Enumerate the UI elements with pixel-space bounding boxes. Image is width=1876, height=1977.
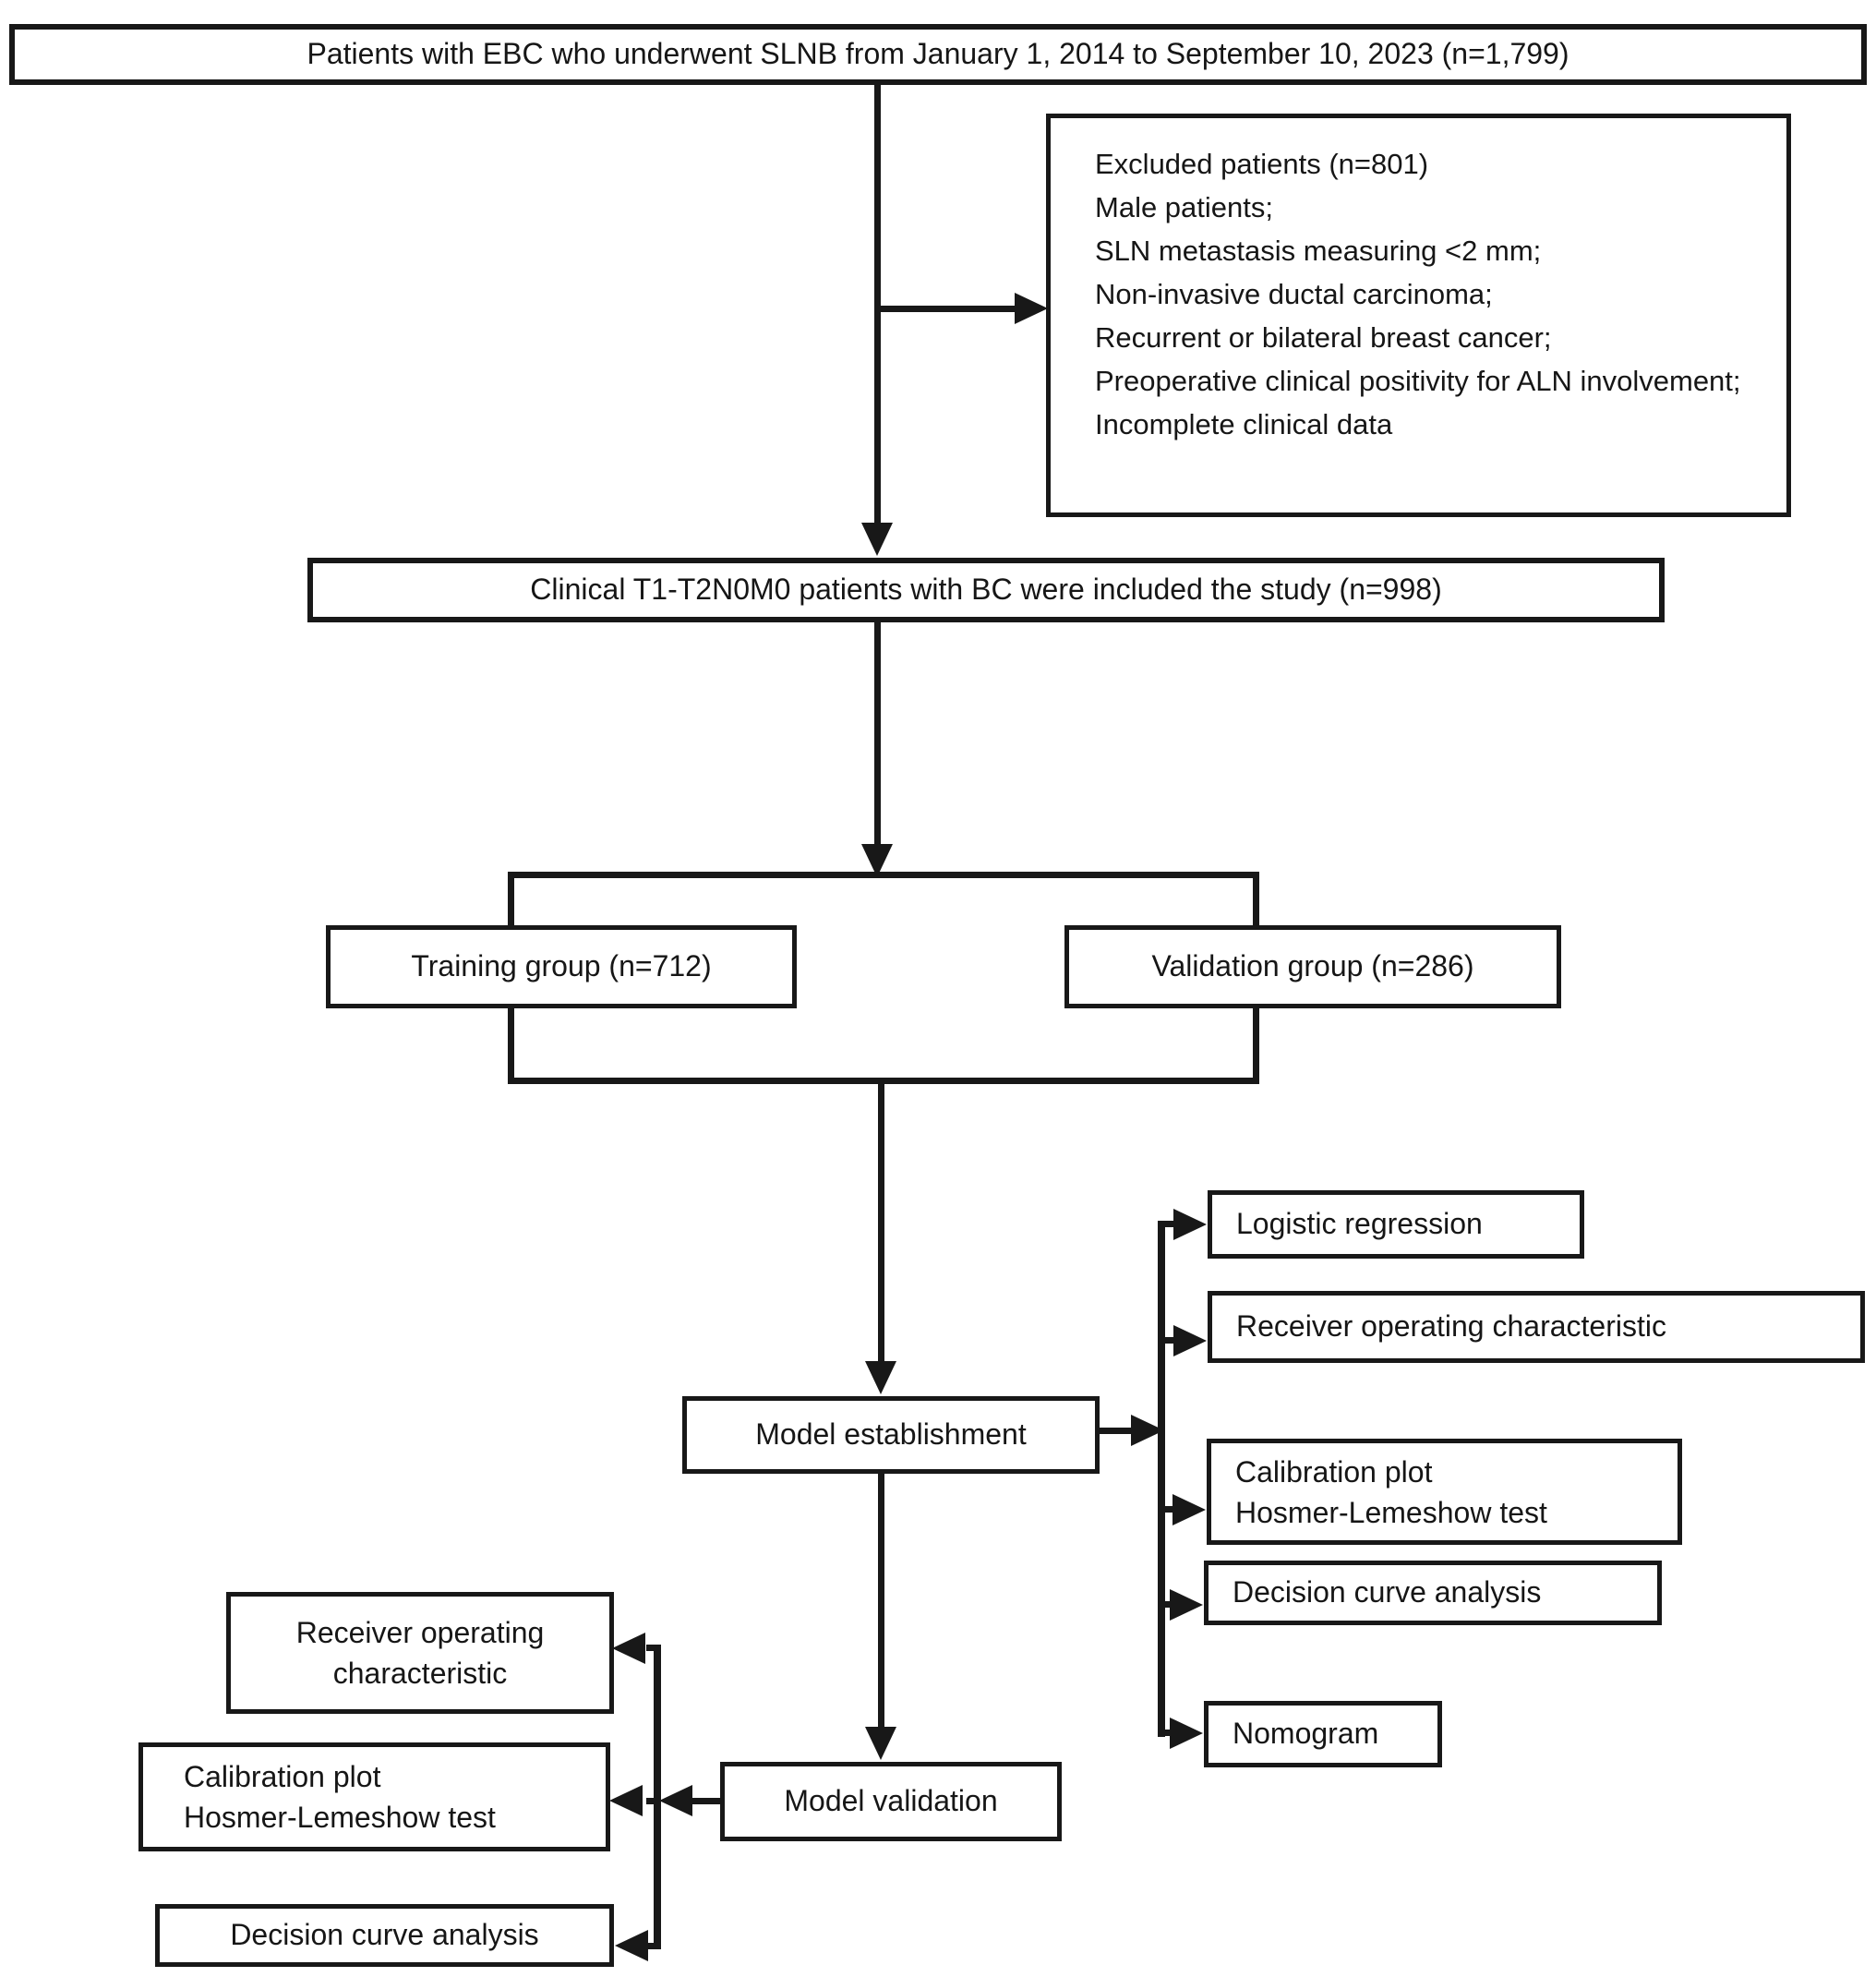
arrowhead-into-calibration-right bbox=[1172, 1494, 1206, 1525]
model-validation-box: Model validation bbox=[720, 1762, 1062, 1841]
connector-to-excluded bbox=[874, 306, 1019, 312]
excluded-line: Preoperative clinical positivity for ALN… bbox=[1095, 365, 1741, 397]
arrowhead-into-decision-right bbox=[1170, 1589, 1203, 1621]
roc-right-box: Receiver operating characteristic bbox=[1208, 1291, 1865, 1363]
validation-group-label: Validation group (n=286) bbox=[1151, 949, 1474, 983]
stub-calibration-right bbox=[1163, 1506, 1176, 1513]
connector-included-to-split bbox=[874, 621, 881, 846]
roc-right-label: Receiver operating characteristic bbox=[1236, 1309, 1666, 1344]
connector-establishment-out bbox=[1098, 1428, 1135, 1434]
arrowhead-into-calibration-left bbox=[609, 1785, 643, 1816]
calibration-left-line1: Calibration plot bbox=[184, 1760, 381, 1793]
connector-split-to-establishment bbox=[878, 1078, 884, 1365]
excluded-line: Recurrent or bilateral breast cancer; bbox=[1095, 321, 1552, 354]
connector-validation-out bbox=[691, 1798, 720, 1804]
split-bracket-top bbox=[508, 872, 1259, 878]
decision-right-label: Decision curve analysis bbox=[1233, 1575, 1542, 1609]
arrowhead-into-excluded bbox=[1015, 293, 1048, 324]
excluded-line: SLN metastasis measuring <2 mm; bbox=[1095, 235, 1542, 267]
stub-calibration-left bbox=[646, 1798, 661, 1804]
excluded-line: Male patients; bbox=[1095, 191, 1273, 223]
arrowhead-validation-out bbox=[659, 1785, 692, 1816]
logistic-regression-box: Logistic regression bbox=[1208, 1190, 1584, 1259]
connector-establishment-to-validation bbox=[878, 1472, 884, 1730]
training-group-box: Training group (n=712) bbox=[326, 925, 797, 1008]
left-branch-line bbox=[654, 1645, 661, 1949]
roc-left-line2: characteristic bbox=[332, 1657, 508, 1690]
arrowhead-into-establishment bbox=[865, 1361, 896, 1394]
training-group-label: Training group (n=712) bbox=[411, 949, 712, 983]
calibration-right-line1: Calibration plot bbox=[1235, 1454, 1433, 1489]
roc-left-line1: Receiver operating bbox=[295, 1616, 545, 1649]
decision-right-box: Decision curve analysis bbox=[1204, 1561, 1662, 1625]
validation-group-box: Validation group (n=286) bbox=[1064, 925, 1561, 1008]
stub-roc-left bbox=[646, 1645, 661, 1651]
included-label: Clinical T1-T2N0M0 patients with BC were… bbox=[530, 573, 1442, 607]
stub-decision-left bbox=[646, 1943, 661, 1949]
arrowhead-into-roc-right bbox=[1173, 1325, 1207, 1356]
arrowhead-into-logistic bbox=[1173, 1209, 1207, 1240]
stub-logistic bbox=[1163, 1221, 1176, 1227]
calibration-right-line2: Hosmer-Lemeshow test bbox=[1235, 1495, 1547, 1529]
arrowhead-into-included bbox=[861, 523, 893, 556]
decision-left-label: Decision curve analysis bbox=[230, 1918, 539, 1952]
arrowhead-into-roc-left bbox=[612, 1633, 645, 1664]
arrowhead-into-decision-left bbox=[615, 1930, 648, 1961]
connector-enrollment-to-included bbox=[874, 81, 881, 528]
calibration-left-line2: Hosmer-Lemeshow test bbox=[184, 1801, 496, 1834]
logistic-regression-label: Logistic regression bbox=[1236, 1207, 1483, 1241]
stub-roc-right bbox=[1163, 1337, 1176, 1344]
calibration-right-box: Calibration plot Hosmer-Lemeshow test bbox=[1207, 1439, 1682, 1545]
arrowhead-into-validation bbox=[865, 1727, 896, 1760]
enrollment-box: Patients with EBC who underwent SLNB fro… bbox=[9, 24, 1867, 85]
excluded-box: Excluded patients (n=801) Male patients;… bbox=[1046, 114, 1791, 517]
excluded-line: Incomplete clinical data bbox=[1095, 408, 1393, 440]
calibration-left-box: Calibration plot Hosmer-Lemeshow test bbox=[138, 1742, 610, 1851]
model-validation-label: Model validation bbox=[784, 1784, 998, 1818]
nomogram-box: Nomogram bbox=[1204, 1701, 1442, 1767]
roc-left-box: Receiver operating characteristic bbox=[226, 1592, 614, 1714]
excluded-line: Non-invasive ductal carcinoma; bbox=[1095, 278, 1493, 310]
right-branch-line bbox=[1158, 1221, 1165, 1737]
model-establishment-box: Model establishment bbox=[682, 1396, 1100, 1474]
decision-left-box: Decision curve analysis bbox=[155, 1904, 614, 1967]
arrowhead-into-nomogram bbox=[1170, 1718, 1203, 1749]
model-establishment-label: Model establishment bbox=[755, 1417, 1027, 1452]
enrollment-label: Patients with EBC who underwent SLNB fro… bbox=[307, 37, 1569, 71]
nomogram-label: Nomogram bbox=[1233, 1717, 1379, 1751]
excluded-line: Excluded patients (n=801) bbox=[1095, 148, 1429, 180]
included-box: Clinical T1-T2N0M0 patients with BC were… bbox=[307, 558, 1665, 622]
